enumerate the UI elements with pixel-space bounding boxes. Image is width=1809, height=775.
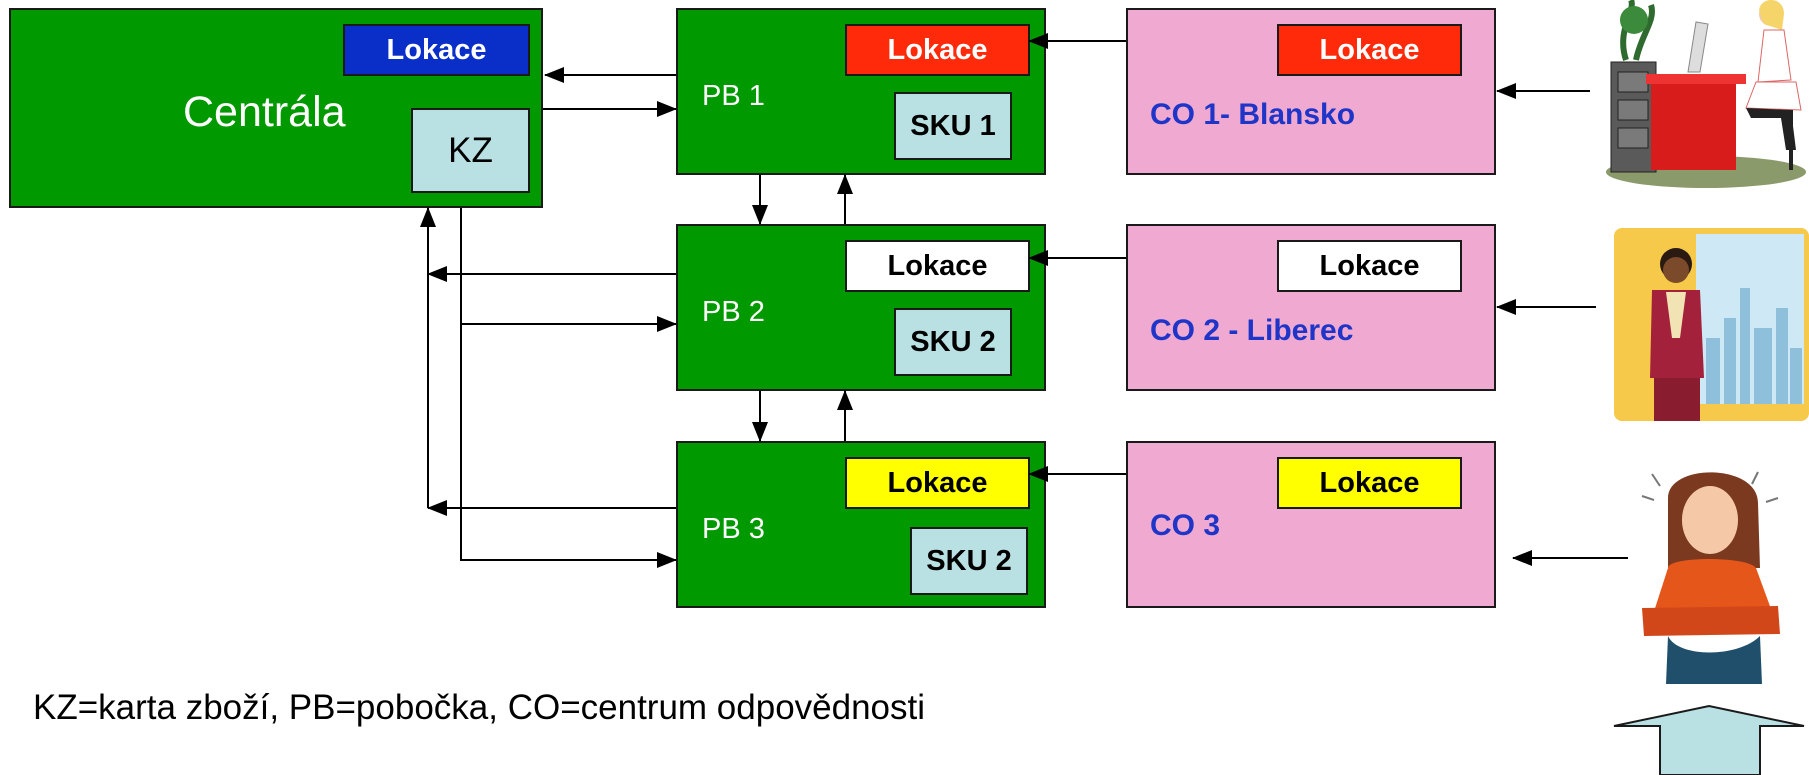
branch-sku-box: SKU 1 [894,92,1012,160]
center-lokace-tag: Lokace [1277,240,1462,292]
branch-name: PB 1 [702,80,765,112]
central-title: Centrála [183,88,346,136]
annoyed-woman-clipart [1641,471,1780,684]
branch-name: PB 2 [702,296,765,328]
center-lokace-tag: Lokace [1277,457,1462,509]
arrow-central-to-pb3 [460,208,677,568]
center-box-co2: Lokace CO 2 - Liberec [1126,224,1496,391]
center-name: CO 3 [1150,509,1221,542]
office-worker-desk-clipart [1606,0,1806,188]
center-box-co3: Lokace CO 3 [1126,441,1496,608]
center-name: CO 2 - Liberec [1150,314,1354,347]
branch-lokace-tag: Lokace [845,24,1030,76]
businesswoman-city-clipart [1614,228,1809,421]
branch-box-pb2: Lokace PB 2 SKU 2 [676,224,1046,391]
branch-lokace-tag: Lokace [845,240,1030,292]
branch-box-pb1: Lokace PB 1 SKU 1 [676,8,1046,175]
central-lokace-tag: Lokace [343,24,530,76]
branch-sku-box: SKU 2 [894,308,1012,376]
center-name: CO 1- Blansko [1150,98,1356,131]
branch-box-pb3: Lokace PB 3 SKU 2 [676,441,1046,608]
central-box: Lokace Centrála KZ [9,8,543,208]
branch-sku-box: SKU 2 [910,527,1028,595]
legend-caption: KZ=karta zboží, PB=pobočka, CO=centrum o… [33,688,926,727]
branch-lokace-tag: Lokace [845,457,1030,509]
center-lokace-tag: Lokace [1277,24,1462,76]
up-arrow [1613,704,1805,775]
center-box-co1: Lokace CO 1- Blansko [1126,8,1496,175]
branch-name: PB 3 [702,513,765,545]
kz-box: KZ [411,108,530,193]
